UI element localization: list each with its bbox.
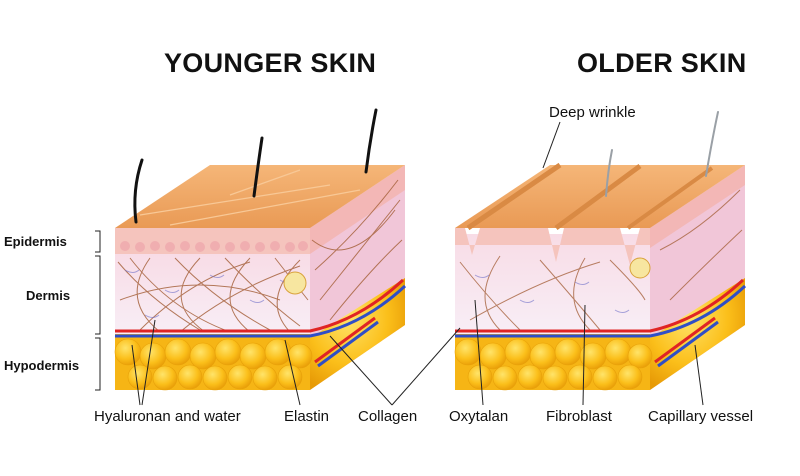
younger-dermis (115, 254, 310, 334)
younger-artery (115, 278, 405, 333)
younger-skin-block (114, 108, 407, 391)
label-collagen: Collagen (358, 408, 418, 425)
label-capillary-vessel: Capillary vessel (648, 408, 754, 425)
older-side-epidermis (650, 165, 745, 248)
label-epidermis: Epidermis (4, 234, 67, 249)
label-hyaluronan: Hyaluronan and water (94, 408, 241, 425)
older-skin-block (454, 111, 747, 391)
hair (605, 149, 613, 197)
label-deep-wrinkle: Deep wrinkle (549, 104, 636, 121)
leader-lines (95, 121, 704, 406)
label-oxytalan: Oxytalan (449, 408, 509, 425)
hair (705, 111, 719, 177)
hair (133, 158, 144, 224)
label-elastin: Elastin (284, 408, 330, 425)
label-hypodermis: Hypodermis (4, 358, 80, 373)
title-older-skin: OLDER SKIN (577, 48, 747, 78)
hair (252, 136, 264, 198)
title-younger-skin: YOUNGER SKIN (164, 48, 377, 78)
older-dermis (455, 234, 650, 334)
label-dermis: Dermis (26, 288, 71, 303)
younger-side-epidermis (310, 165, 405, 254)
older-epidermis (455, 228, 650, 265)
older-vein (455, 284, 747, 338)
younger-vein (115, 284, 407, 338)
older-artery (455, 278, 745, 333)
hair (364, 108, 378, 174)
label-fibroblast: Fibroblast (546, 408, 612, 425)
